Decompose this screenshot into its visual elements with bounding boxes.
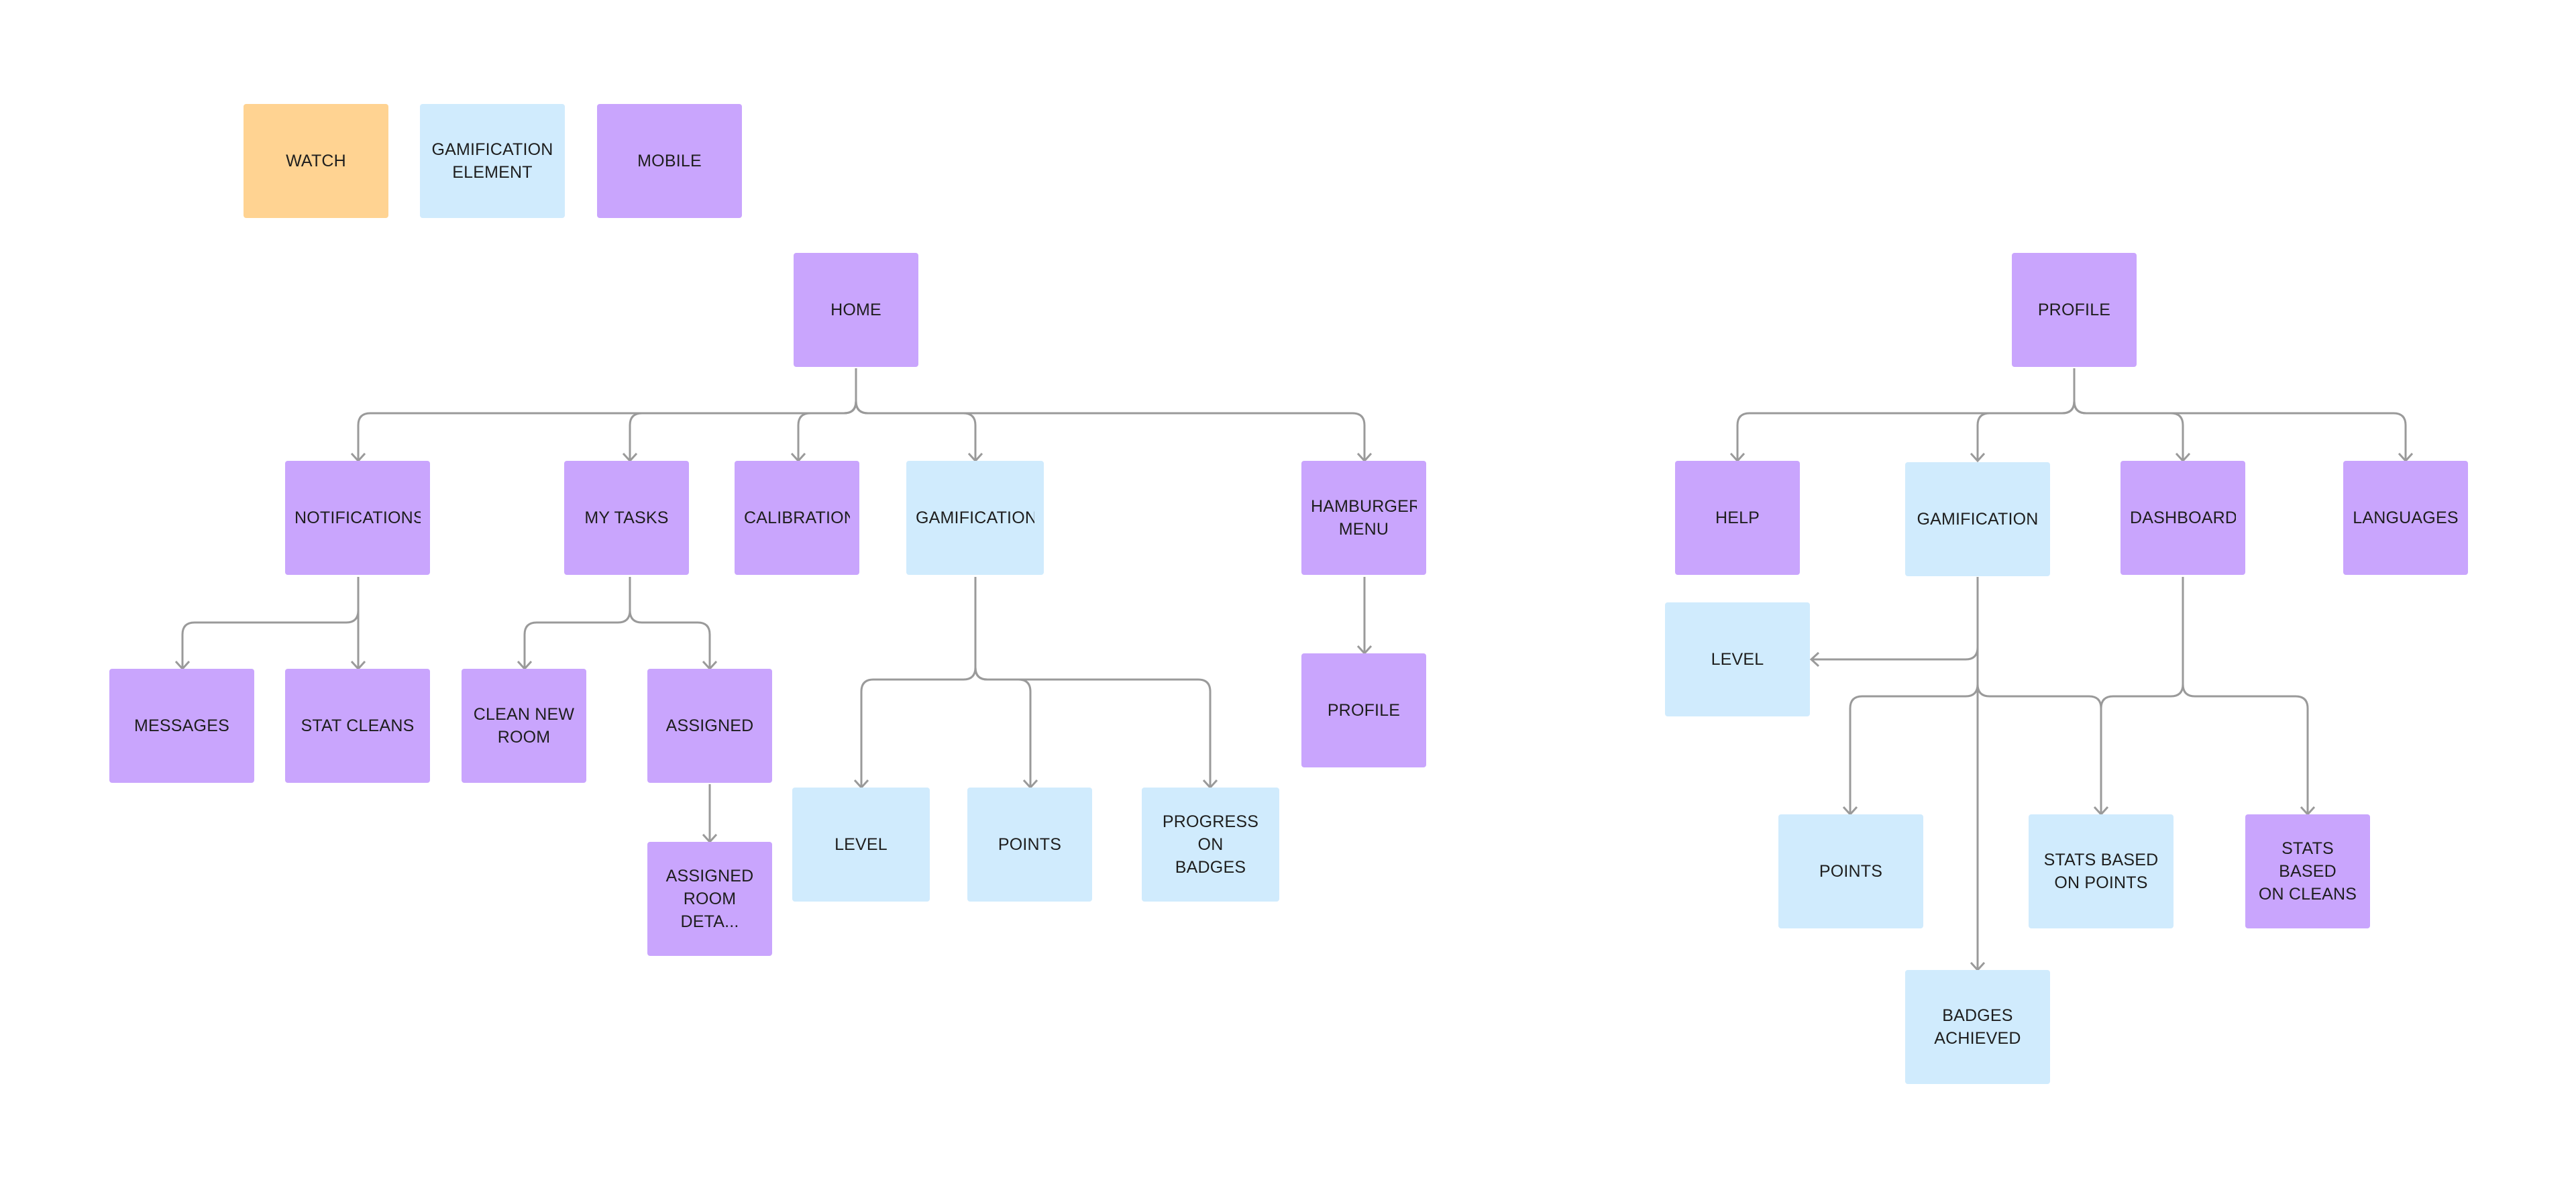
edge-dashboard-stats-cleans [2182,577,2309,814]
edge-pgamification-points [1849,577,1979,814]
node-hamburger-profile[interactable]: PROFILE [1301,653,1426,767]
node-messages[interactable]: MESSAGES [109,669,254,783]
node-languages-label: LANGUAGES [2353,508,2459,527]
node-notifications-label: NOTIFICATIONS [294,508,421,527]
node-dashboard-label: DASHBOARD [2130,508,2236,527]
node-level[interactable]: LEVEL [792,788,930,902]
node-profile-level[interactable]: LEVEL [1665,602,1810,716]
node-help-label: HELP [1715,508,1760,527]
node-hamburger-menu[interactable]: HAMBURGER MENU [1301,461,1426,575]
legend-watch[interactable]: WATCH [244,104,388,218]
node-my-tasks-label: MY TASKS [584,508,669,527]
edge-profile-help [1736,368,2076,460]
legend-mobile-label: MOBILE [637,152,702,170]
edge-gamification-level [860,577,977,787]
node-profile-root-label: PROFILE [2037,301,2111,319]
legend-gamification-label: GAMIFICATION ELEMENT [431,140,553,182]
node-notifications[interactable]: NOTIFICATIONS [285,461,430,575]
edge-profile-languages [2073,368,2407,460]
node-hamburger-menu-label: HAMBURGER MENU [1311,497,1417,539]
edge-home-notifications [357,368,857,460]
node-assigned-room-details-label: ASSIGNED ROOM DETA... [665,867,754,931]
node-gamification-label: GAMIFICATION [916,508,1034,527]
edge-mytasks-assigned [629,577,711,668]
edge-profile-dashboard [2073,368,2184,460]
node-assigned-room-details[interactable]: ASSIGNED ROOM DETA... [647,842,772,956]
edge-notifications-messages [181,577,360,668]
node-clean-new-room-label: CLEAN NEW ROOM [473,705,575,747]
node-help[interactable]: HELP [1675,461,1800,575]
node-dashboard[interactable]: DASHBOARD [2121,461,2245,575]
node-calibration[interactable]: CALIBRATION [735,461,859,575]
node-profile-points[interactable]: POINTS [1778,814,1923,928]
node-badges-achieved[interactable]: BADGES ACHIEVED [1905,970,2050,1084]
node-gamification[interactable]: GAMIFICATION [906,461,1044,575]
node-my-tasks[interactable]: MY TASKS [564,461,689,575]
node-assigned-label: ASSIGNED [665,716,754,735]
node-calibration-label: CALIBRATION [744,508,850,527]
node-badges-achieved-label: BADGES ACHIEVED [1934,1006,2021,1048]
edge-profile-gamification [1976,368,2076,460]
node-profile-level-label: LEVEL [1711,650,1764,669]
node-progress-on-badges[interactable]: PROGRESS ON BADGES [1142,788,1279,902]
node-stats-based-on-cleans[interactable]: STATS BASED ON CLEANS [2245,814,2370,928]
legend-watch-label: WATCH [286,152,346,170]
node-profile-points-label: POINTS [1819,862,1883,881]
edge-home-calibration [797,368,857,460]
legend-mobile[interactable]: MOBILE [597,104,742,218]
legend-gamification-element[interactable]: GAMIFICATION ELEMENT [420,104,565,218]
node-profile-gamification[interactable]: GAMIFICATION [1905,462,2050,576]
node-stat-cleans-label: STAT CLEANS [301,716,415,735]
node-points[interactable]: POINTS [967,788,1092,902]
node-progress-on-badges-label: PROGRESS ON BADGES [1162,812,1259,877]
edge-mytasks-clean-new-room [523,577,631,668]
node-assigned[interactable]: ASSIGNED [647,669,772,783]
node-stats-based-on-cleans-label: STATS BASED ON CLEANS [2258,839,2357,904]
node-clean-new-room[interactable]: CLEAN NEW ROOM [462,669,586,783]
node-profile-root[interactable]: PROFILE [2012,253,2137,367]
node-stats-based-on-points[interactable]: STATS BASED ON POINTS [2029,814,2174,928]
node-languages[interactable]: LANGUAGES [2343,461,2468,575]
node-home[interactable]: HOME [794,253,918,367]
edge-home-hamburger [855,368,1366,460]
edge-pgamification-stats-points [1976,577,2102,814]
edge-home-gamification [855,368,977,460]
edge-gamification-badges [974,577,1212,787]
node-points-label: POINTS [998,835,1062,854]
edge-home-my-tasks [629,368,857,460]
edge-dashboard-stats-points [2100,577,2184,814]
node-hamburger-profile-label: PROFILE [1327,701,1401,720]
edge-pgamification-level [1811,577,1979,661]
edge-gamification-points [974,577,1032,787]
node-level-label: LEVEL [835,835,888,854]
node-home-label: HOME [830,301,881,319]
node-profile-gamification-label: GAMIFICATION [1917,510,2039,529]
node-stat-cleans[interactable]: STAT CLEANS [285,669,430,783]
node-stats-based-on-points-label: STATS BASED ON POINTS [2043,851,2159,892]
node-messages-label: MESSAGES [134,716,229,735]
